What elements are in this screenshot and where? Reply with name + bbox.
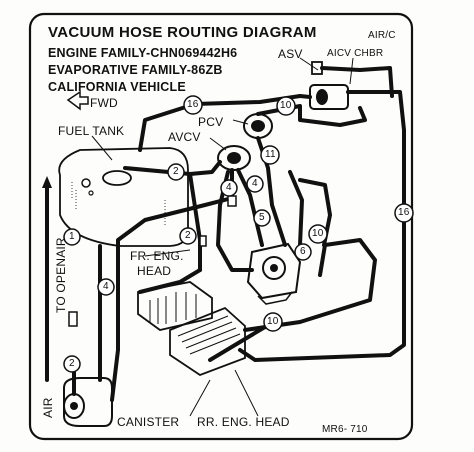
canister-label: CANISTER (117, 415, 180, 429)
hose-number-16a: 16 (187, 99, 199, 110)
connectors (68, 195, 237, 327)
hose-number-16b: 16 (398, 207, 410, 218)
canister-shape (63, 377, 113, 427)
hose-number-4a: 4 (226, 182, 232, 193)
pcv-label: PCV (198, 115, 224, 129)
hose-number-10b: 10 (312, 228, 324, 239)
fr-eng-head-label-2: HEAD (137, 264, 172, 278)
diagram-title: VACUUM HOSE ROUTING DIAGRAM (48, 24, 317, 41)
fr-eng-head-label: FR. ENG. (130, 249, 184, 263)
pcv-valve-shape (243, 113, 273, 139)
fuel-tank-spot-2 (88, 190, 94, 196)
leader-lines (91, 57, 354, 417)
fuel-tank-spot (81, 178, 91, 188)
air-label: AIR (41, 397, 55, 418)
engine-family: ENGINE FAMILY-CHN069442H6 (48, 46, 238, 60)
air-vent-arrow-icon (42, 176, 52, 188)
fuel-tank-cap (102, 170, 132, 186)
label-border (28, 12, 414, 441)
hose-number-1: 1 (69, 231, 75, 242)
asv-label: ASV (278, 47, 303, 61)
hose-number-10c: 10 (267, 316, 279, 327)
hose-number-10a: 10 (280, 100, 292, 111)
hose-number-2b: 2 (185, 230, 191, 241)
rr-eng-head-label: RR. ENG. HEAD (197, 415, 290, 429)
carburetor-shape (246, 242, 302, 305)
part-number: MR6- 710 (322, 424, 368, 435)
fuel-tank-label: FUEL TANK (58, 124, 125, 138)
rr-eng-head-shape (169, 306, 246, 377)
hose-number-4c: 4 (103, 281, 109, 292)
hose-number-11: 11 (265, 149, 276, 160)
hose-number-5: 5 (259, 212, 265, 223)
hose-lines (45, 66, 406, 402)
evaporative-family: EVAPORATIVE FAMILY-86ZB (48, 63, 223, 77)
fuel-tank-stipple (71, 182, 166, 225)
hose-number-2c: 2 (69, 358, 75, 369)
to-openair-label: TO OPENAIR (54, 237, 68, 313)
hose-number-circles (63, 95, 414, 373)
fwd-label: FWD (90, 96, 118, 110)
fwd-arrow-icon (66, 90, 89, 111)
air-conditioning-label: AIR/C (368, 30, 396, 41)
hose-number-6: 6 (300, 246, 306, 257)
aicv-chbr-label: AICV CHBR (327, 48, 384, 59)
avcv-valve-shape (217, 145, 251, 171)
avcv-label: AVCV (168, 130, 201, 144)
vehicle-label: CALIFORNIA VEHICLE (48, 80, 186, 94)
fr-eng-head-shape (137, 281, 213, 331)
hose-number-4b: 4 (252, 178, 258, 189)
hose-number-2: 2 (173, 166, 179, 177)
